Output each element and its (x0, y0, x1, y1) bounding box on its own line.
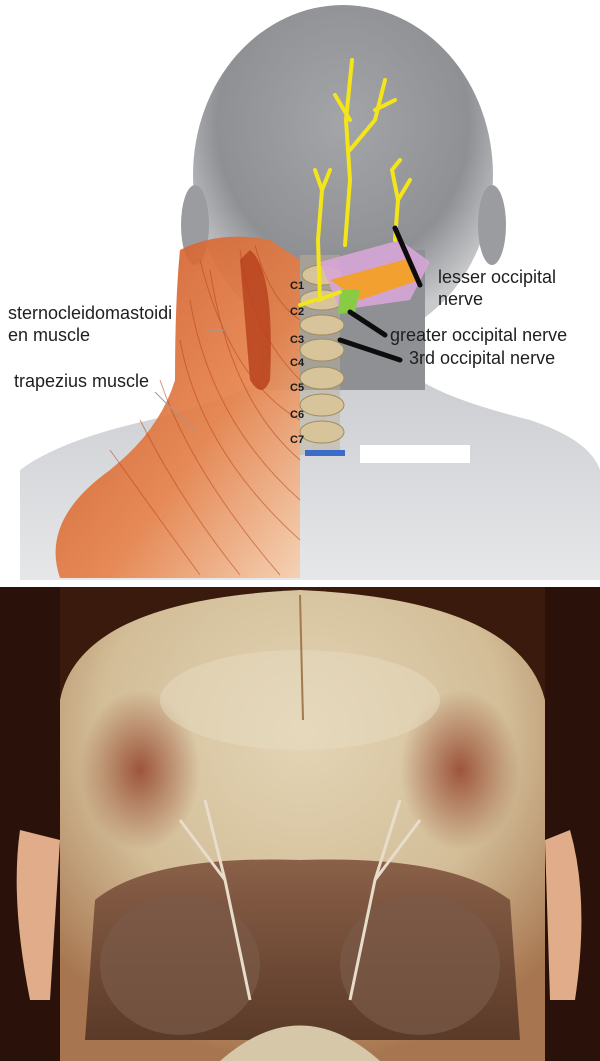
greater-occipital-label: greater occipital nerve (390, 324, 567, 346)
lesser-occipital-label-line2: nerve (438, 288, 556, 310)
white-highlight-bar (360, 445, 470, 463)
vertebra-label-c7: C7 (290, 434, 304, 446)
sternocleidomastoid-label-line1: sternocleidomastoidi (8, 302, 172, 324)
panel-b-photograph (0, 587, 600, 1061)
lesser-occipital-label-line1: lesser occipital (438, 266, 556, 288)
vertebra-label-c5: C5 (290, 382, 304, 394)
lesser-occipital-label: lesser occipital nerve (438, 266, 556, 310)
trapezius-label: trapezius muscle (14, 370, 149, 392)
vertebra-label-c1: C1 (290, 280, 304, 292)
vertebra-label-c4: C4 (290, 357, 304, 369)
sternocleidomastoid-label: sternocleidomastoidi en muscle (8, 302, 172, 346)
sternocleidomastoid-label-line2: en muscle (8, 324, 172, 346)
vertebra-label-c2: C2 (290, 306, 304, 318)
third-occipital-label: 3rd occipital nerve (409, 347, 555, 369)
vertebra-label-c3: C3 (290, 334, 304, 346)
vertebra-label-c6: C6 (290, 409, 304, 421)
